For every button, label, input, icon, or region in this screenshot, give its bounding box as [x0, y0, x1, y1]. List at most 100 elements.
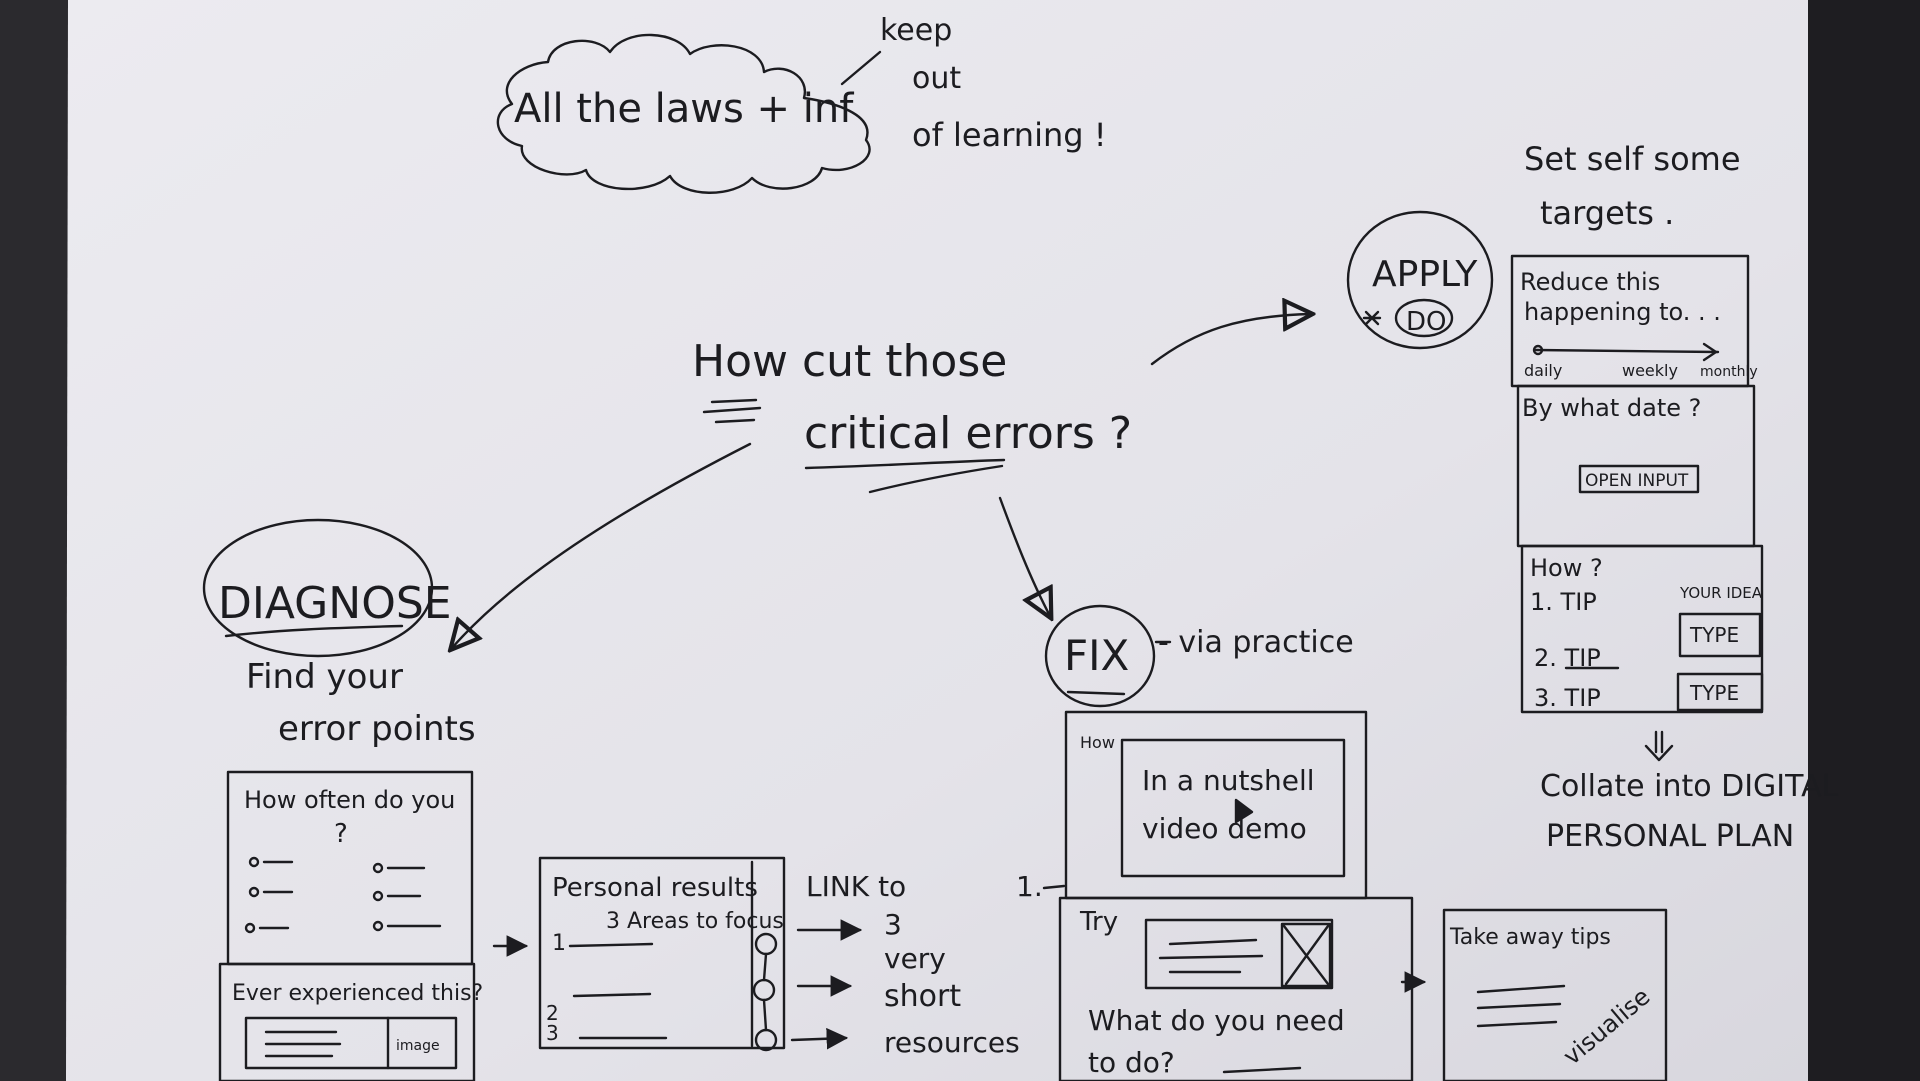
- takeaway-card: [1442, 908, 1668, 1081]
- link-short-label: short: [884, 979, 961, 1014]
- diagnose-phone-bottom: [218, 962, 476, 1081]
- date-question: By what date ?: [1522, 394, 1701, 422]
- takeaway-title: Take away tips: [1449, 925, 1611, 950]
- radio-option[interactable]: [372, 890, 384, 902]
- collate-down-arrow: [1644, 730, 1674, 762]
- radio-option[interactable]: [248, 856, 260, 868]
- video-label-line-1: In a nutshell: [1142, 764, 1315, 797]
- open-input-button[interactable]: [1578, 464, 1700, 494]
- question-underline-1: [804, 458, 1006, 470]
- results-line-2: [572, 992, 652, 998]
- tip-1: 1. TIP: [1530, 588, 1597, 616]
- image-label: image: [396, 1038, 440, 1054]
- diagnose-question-line-2: ?: [334, 819, 348, 849]
- thought-cloud: [496, 33, 882, 194]
- results-card: [538, 856, 786, 1052]
- diagnose-options: [244, 856, 442, 934]
- open-input-label[interactable]: OPEN INPUT: [1585, 471, 1689, 491]
- link-arrow-3: [790, 1027, 849, 1050]
- diagnose-section: [202, 518, 476, 1081]
- keep-note-line-2: out: [912, 61, 961, 96]
- results-subtitle: 3 Areas to focus: [606, 909, 784, 934]
- keep-note-line-3: of learning !: [912, 116, 1107, 154]
- apply-star: [1362, 310, 1382, 326]
- results-line-1: [568, 942, 654, 948]
- takeaway-lines: [1476, 984, 1566, 1028]
- try-label: Try: [1079, 907, 1118, 937]
- question-underline-2: [868, 464, 1004, 494]
- arrow-to-diagnose: [452, 442, 752, 648]
- fix-question-line-2: to do?: [1088, 1046, 1175, 1079]
- tip-3: 3. TIP: [1534, 684, 1601, 712]
- apply-slider-knob-left: [1532, 344, 1544, 356]
- question-underline: [1222, 1066, 1302, 1074]
- center-question: [702, 398, 1006, 494]
- reduce-label-line-1: Reduce this: [1520, 268, 1660, 296]
- type-button-1[interactable]: [1678, 612, 1762, 658]
- radio-option[interactable]: [372, 862, 384, 874]
- collate-line-2: PERSONAL PLAN: [1546, 819, 1794, 854]
- ever-experienced-label: Ever experienced this?: [232, 981, 483, 1006]
- check-x-icon: [1282, 924, 1330, 986]
- apply-slider-arrow: [1702, 342, 1718, 362]
- type-button-2-label[interactable]: TYPE: [1689, 681, 1739, 705]
- try-exercise-lines: [1158, 938, 1264, 974]
- tip-2: 2. TIP: [1534, 644, 1601, 672]
- radio-option[interactable]: [372, 920, 384, 932]
- center-question-line-2: critical errors ?: [804, 408, 1132, 459]
- apply-title: APPLY: [1372, 254, 1478, 295]
- fix-section: [1042, 604, 1668, 1081]
- collate-line-1: Collate into DIGITAL: [1540, 769, 1839, 804]
- diagnose-sub-line-2: error points: [278, 709, 476, 749]
- results-title: Personal results: [552, 873, 758, 903]
- image-box-lines: [264, 1030, 342, 1058]
- fix-question-line-1: What do you need: [1088, 1004, 1345, 1037]
- fix-note: - via practice: [1158, 625, 1354, 660]
- radio-option[interactable]: [244, 922, 256, 934]
- try-check-box[interactable]: [1280, 922, 1332, 988]
- apply-slider-track: [1534, 348, 1720, 354]
- link-to-label: LINK to: [806, 870, 906, 903]
- diagnose-question-line-1: How often do you: [244, 786, 455, 814]
- link-count-label: 3: [884, 908, 902, 941]
- slider-label-monthly: monthly: [1700, 364, 1758, 380]
- slider-label-weekly: weekly: [1622, 361, 1678, 380]
- targets-note-line-2: targets .: [1540, 194, 1674, 232]
- diagnose-underline: [224, 624, 404, 638]
- results-number-1: 1: [552, 931, 566, 956]
- fix-underline: [1066, 690, 1126, 696]
- cloud-outline: [496, 33, 871, 194]
- slider-label-daily: daily: [1524, 361, 1562, 380]
- radio-option[interactable]: [248, 886, 260, 898]
- apply-section: [1346, 210, 1764, 762]
- paper-sheet: [66, 0, 1808, 1081]
- arrow-to-apply: [1150, 314, 1310, 366]
- video-label-line-2: video demo: [1142, 812, 1307, 845]
- results-number-3: 3: [546, 1021, 559, 1045]
- apply-panel-how: [1520, 544, 1764, 714]
- targets-note-line-1: Set self some: [1524, 140, 1741, 178]
- do-badge-ring: [1394, 298, 1454, 338]
- how-label: How ?: [1530, 554, 1603, 582]
- diagnose-title: DIAGNOSE: [218, 578, 452, 629]
- type-button-1-label[interactable]: TYPE: [1689, 623, 1739, 647]
- keep-note-line-1: keep: [880, 13, 952, 48]
- video-box: [1120, 738, 1346, 878]
- video-play-icon: [1234, 798, 1254, 824]
- try-exercise-box: [1144, 918, 1334, 990]
- cloud-text: All the laws + inf: [514, 86, 854, 132]
- your-idea-label: YOUR IDEA: [1679, 584, 1763, 602]
- paper-edge-shadow: [1808, 0, 1920, 1081]
- center-question-line-1: How cut those: [692, 336, 1007, 387]
- do-badge[interactable]: DO: [1406, 307, 1447, 337]
- type-button-2[interactable]: [1676, 672, 1764, 712]
- fix-title: FIX: [1064, 631, 1129, 680]
- arrow-to-fix: [998, 496, 1050, 616]
- cloud-pointer-line: [840, 50, 882, 86]
- fix-circle: [1044, 604, 1156, 708]
- reduce-label-line-2: happening to. . .: [1524, 298, 1721, 326]
- results-connector: [762, 952, 768, 1032]
- results-number-2: 2: [546, 1001, 559, 1025]
- results-card-box: [538, 856, 786, 1050]
